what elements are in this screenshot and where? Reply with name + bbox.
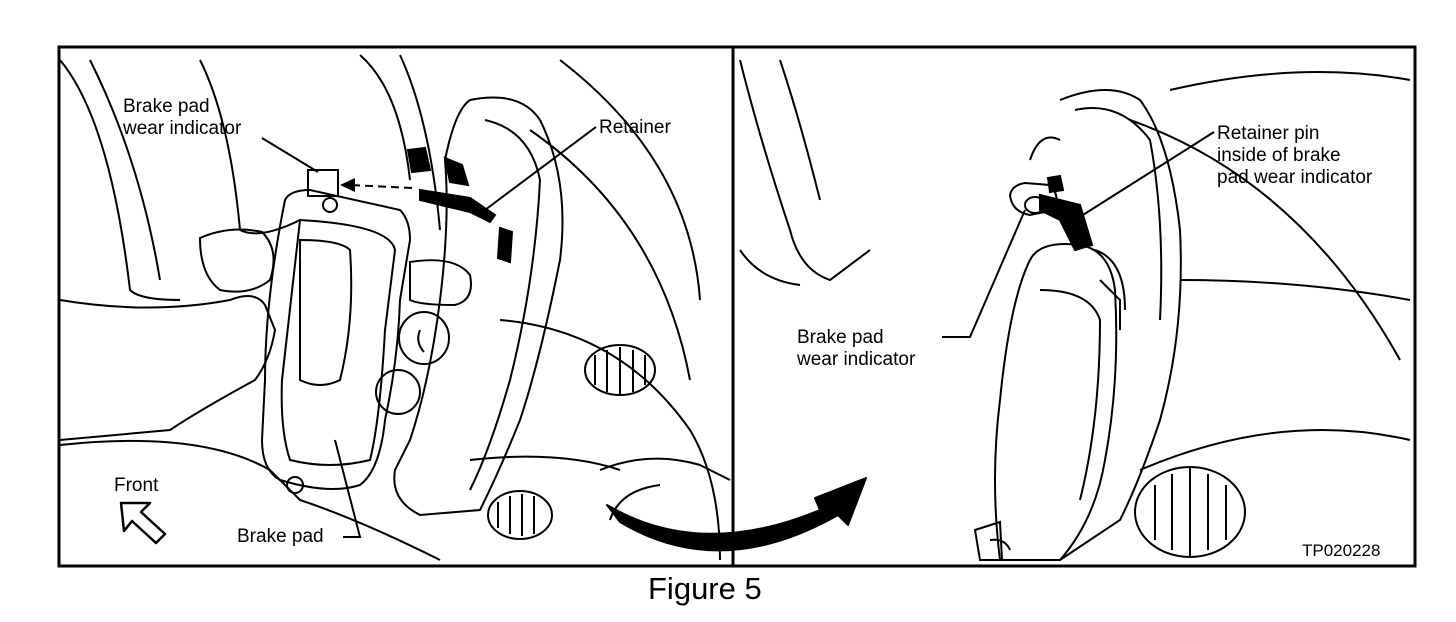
left-leader-lines — [261, 126, 597, 538]
right-panel-frame — [731, 45, 1417, 568]
left-panel-illustration — [59, 54, 731, 561]
retainer-pin-label: Retainer pin inside of brake pad wear in… — [1217, 123, 1373, 188]
figure-caption: Figure 5 — [648, 571, 762, 606]
insertion-arrow-line — [349, 184, 413, 189]
retainer-leader — [484, 126, 597, 211]
right-wear-indicator-leader — [942, 209, 1026, 338]
right-wear-indicator-label: Brake pad wear indicator — [797, 327, 916, 370]
brake-pad-label: Brake pad — [237, 526, 324, 547]
retainer-clip — [406, 146, 514, 264]
retainer-label: Retainer — [599, 117, 671, 138]
right-panel-illustration — [739, 59, 1411, 561]
figure-code: TP020228 — [1302, 541, 1381, 560]
insertion-arrow-head — [340, 178, 355, 192]
curved-arrow-right-icon — [606, 477, 867, 552]
front-label: Front — [114, 475, 159, 496]
arrow-up-left-icon — [119, 501, 167, 545]
retainer-pin-leader — [1074, 131, 1215, 221]
left-wear-indicator-label: Brake pad wear indicator — [123, 96, 242, 139]
wear-indicator-leader — [261, 137, 319, 173]
brake-pad-leader — [334, 439, 362, 538]
retainer-pin — [1039, 174, 1094, 252]
right-leader-lines — [942, 131, 1215, 338]
